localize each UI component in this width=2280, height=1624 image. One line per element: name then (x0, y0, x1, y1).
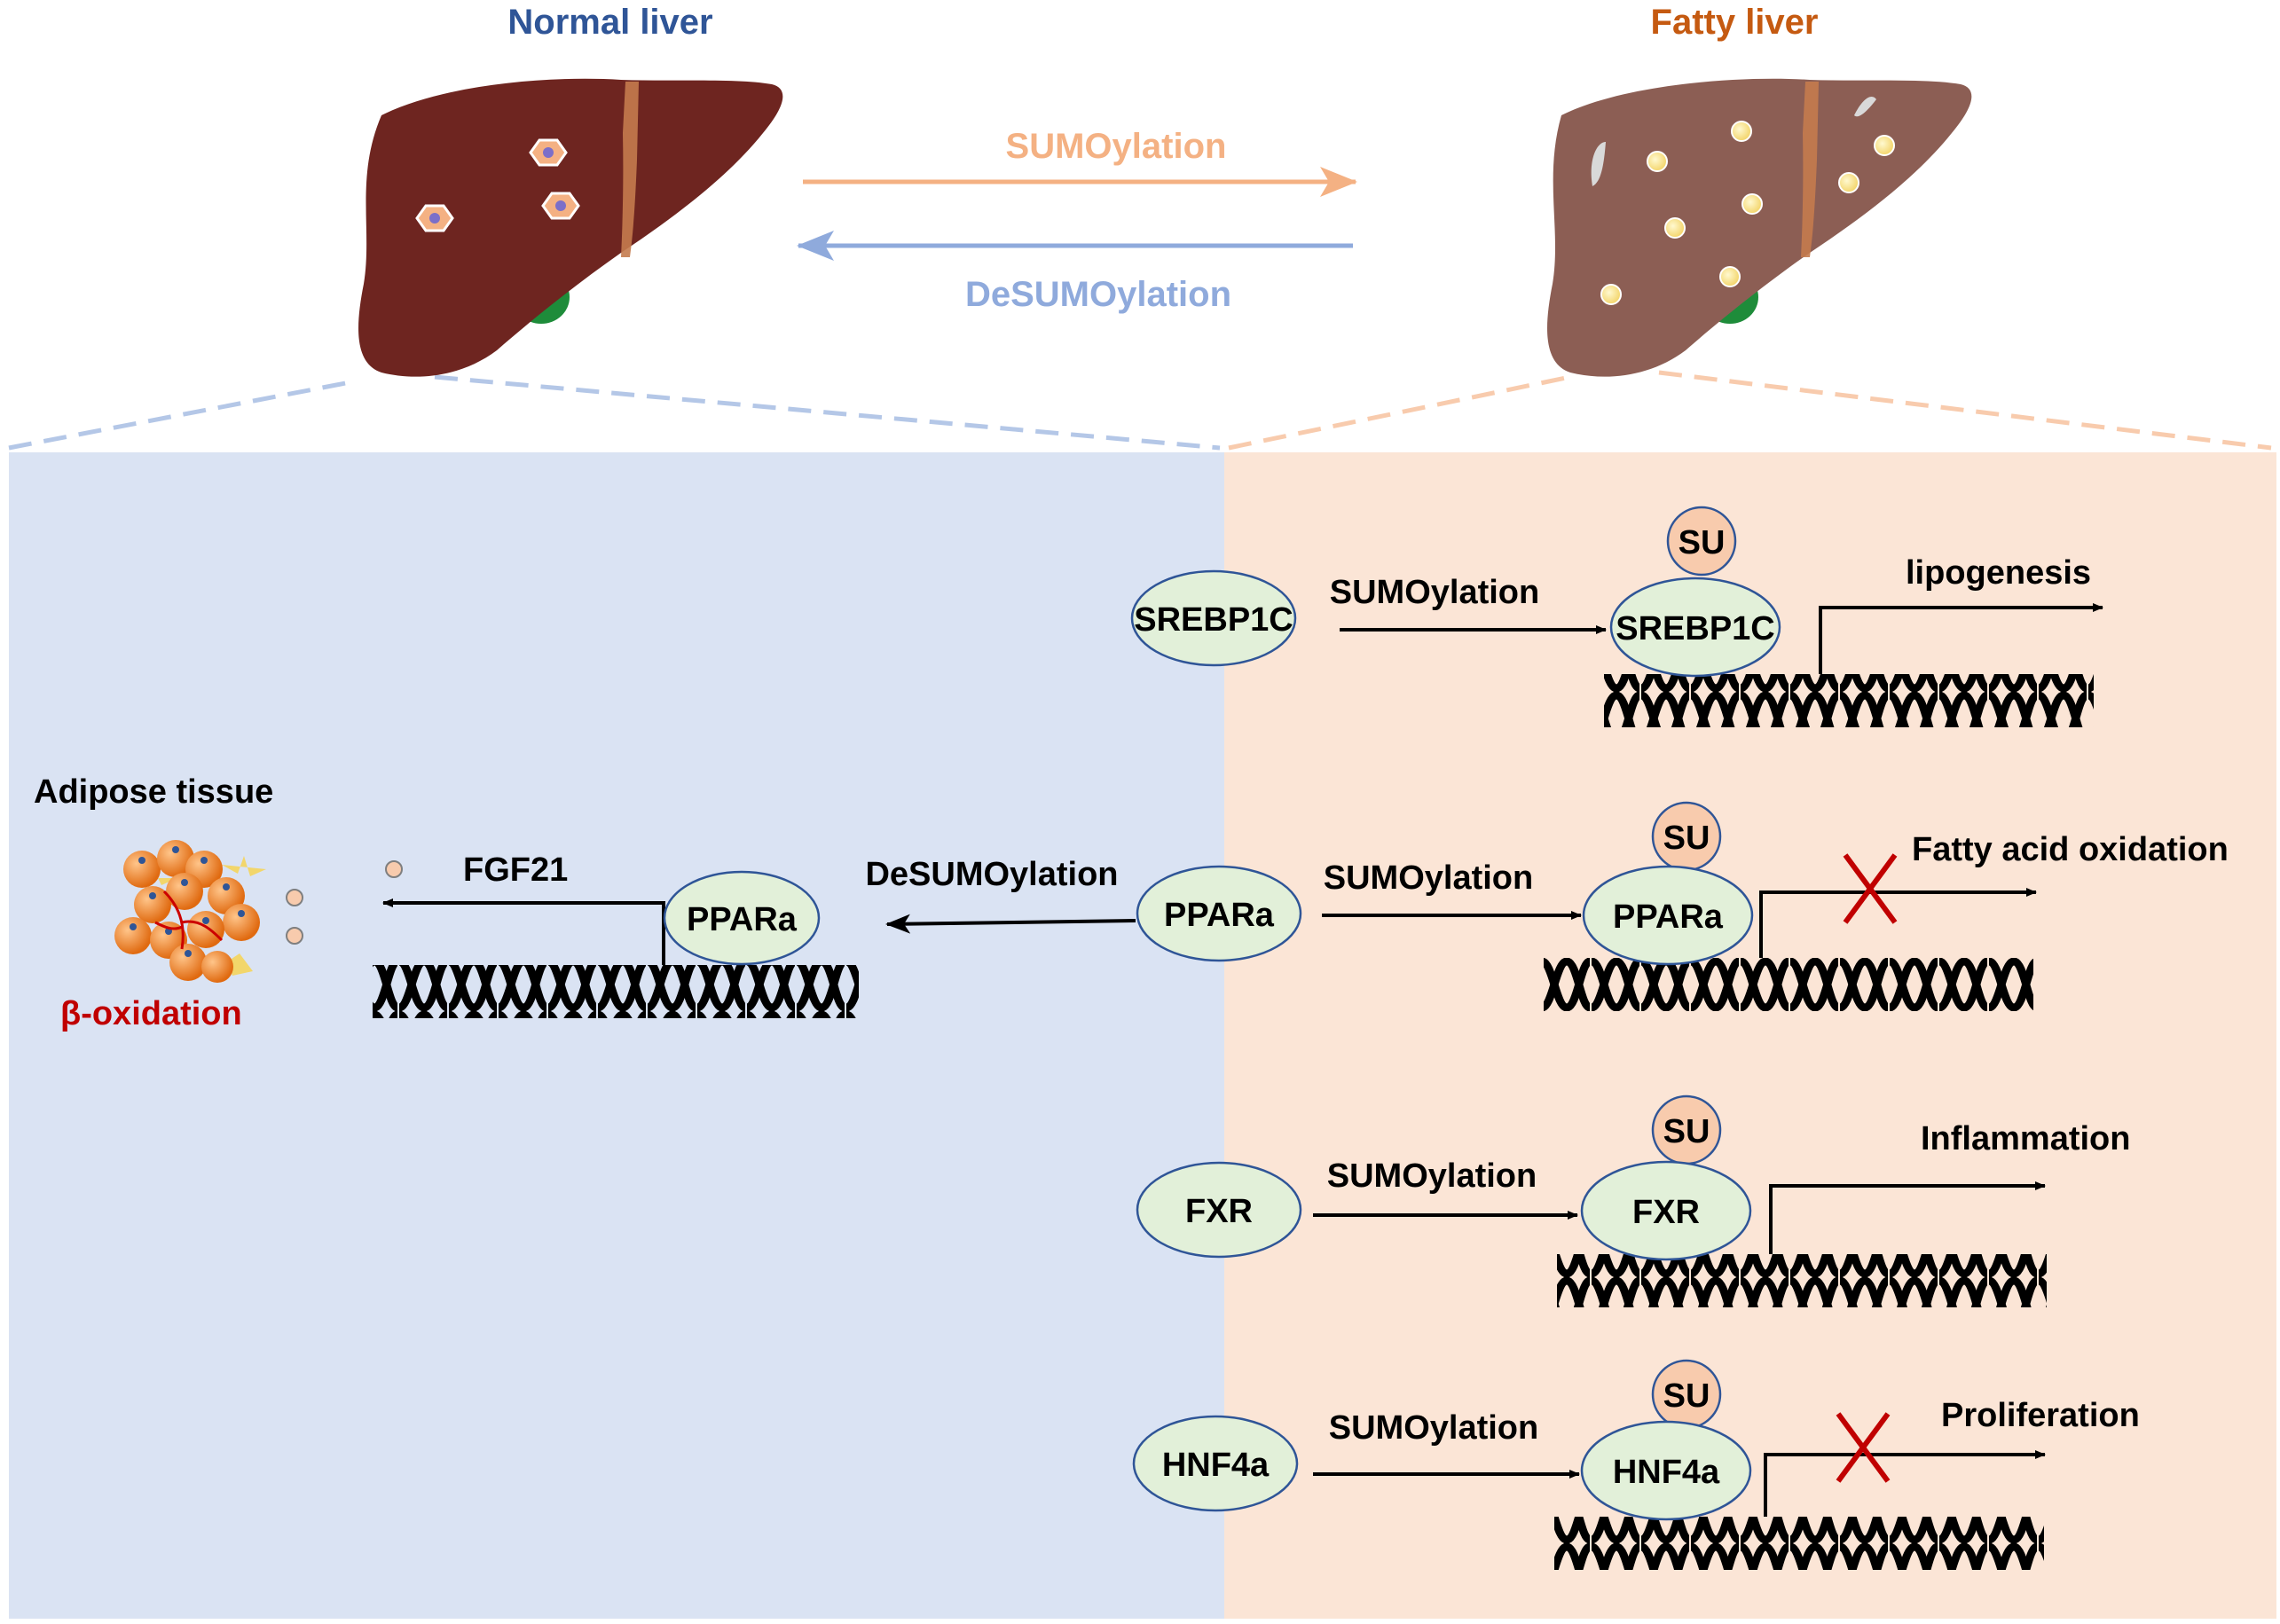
dna-strand (1557, 1254, 2047, 1307)
hepatocyte-icon (415, 138, 580, 232)
protein-label: PPARa (1613, 898, 1724, 936)
left-desumoylation-label: DeSUMOylation (865, 856, 1118, 893)
su-label: SU (1663, 1113, 1710, 1150)
normal-liver-illustration (358, 78, 783, 377)
dna-strand (1554, 1517, 2044, 1570)
sumoylated-protein-node: PPARa (1582, 865, 1754, 966)
fatty-liver-illustration (1547, 78, 1972, 377)
outcome-label: lipogenesis (1906, 554, 2091, 592)
sumoylation-label: SUMOylation (1329, 1409, 1538, 1447)
dna-strand (373, 965, 859, 1018)
dna-strand (1604, 674, 2094, 727)
protein-ellipse (1582, 865, 1754, 966)
lipid-droplet-icon (1600, 121, 1895, 305)
normal-liver-title: Normal liver (507, 3, 712, 42)
su-tag: SU (1651, 1359, 1722, 1430)
dna-strand (1544, 958, 2033, 1011)
protein-label: SREBP1C (1616, 610, 1775, 647)
sumoylation-label: SUMOylation (1327, 1157, 1537, 1195)
protein-node: PPARa (1136, 865, 1302, 962)
su-tag: SU (1666, 506, 1737, 577)
sumoylated-protein-node: FXR (1580, 1160, 1752, 1261)
secreted-particle-icon (286, 889, 303, 906)
su-tag: SU (1651, 801, 1722, 872)
protein-node: HNF4a (1132, 1415, 1299, 1512)
transcription-arrow (1769, 1181, 2046, 1254)
outcome-label: Fatty acid oxidation (1912, 831, 2229, 868)
protein-label: PPARa (1164, 897, 1275, 934)
top-desumoylation-label: DeSUMOylation (965, 275, 1231, 314)
protein-label: SREBP1C (1134, 601, 1293, 639)
su-label: SU (1663, 820, 1710, 857)
pathway-row-ppara: PPARa SUMOylation SU PPARa Fatty acid oxidat… (1136, 801, 2229, 1011)
zoom-lines (8, 370, 2272, 451)
top-sumoylation-label: SUMOylation (1006, 127, 1227, 166)
su-tag: SU (1651, 1094, 1722, 1165)
protein-ellipse (1609, 577, 1781, 678)
sumoylated-protein-node: HNF4a (1580, 1420, 1752, 1521)
pathway-row-srebp1c: SREBP1C SUMOylation SU SREBP1C lipogenesis (1130, 506, 2103, 727)
normal-liver-panel (9, 452, 1224, 1619)
inhibition-x-icon (1843, 853, 1898, 924)
sumoylated-protein-node: SREBP1C (1609, 577, 1781, 678)
su-label: SU (1663, 1377, 1710, 1415)
sumoylation-pathways: SREBP1CSUMOylationSUSREBP1ClipogenesisPP… (1130, 506, 2229, 1570)
transcription-arrow (1764, 1450, 2046, 1517)
protein-label: FXR (1632, 1194, 1700, 1231)
secreted-particle-icon (286, 927, 303, 945)
protein-ellipse (1136, 865, 1302, 962)
su-label: SU (1679, 524, 1726, 561)
protein-node: FXR (1136, 1161, 1302, 1259)
protein-label: HNF4a (1162, 1447, 1270, 1484)
protein-label: FXR (1185, 1193, 1253, 1230)
sumoylation-label: SUMOylation (1324, 859, 1533, 897)
transcription-arrow (1819, 603, 2103, 674)
protein-ellipse (1580, 1160, 1752, 1261)
sumoylation-label: SUMOylation (1330, 574, 1539, 611)
protein-node: SREBP1C (1130, 569, 1297, 667)
protein-ellipse (1130, 569, 1297, 667)
su-circle (1666, 506, 1737, 577)
protein-ellipse (1580, 1420, 1752, 1521)
protein-ellipse (1136, 1161, 1302, 1259)
transcription-arrow (1759, 888, 2037, 958)
outcome-label: Inflammation (1921, 1120, 2130, 1157)
inhibition-x-icon (1836, 1412, 1891, 1483)
secreted-particle-icon (385, 860, 403, 878)
ppara-label: PPARa (687, 901, 798, 938)
protein-ellipse (1132, 1415, 1299, 1512)
fatty-liver-title: Fatty liver (1651, 3, 1819, 42)
pathway-row-fxr: FXR SUMOylation SU FXR Inflammation (1136, 1094, 2130, 1307)
desumoylation-to-left-arrow (885, 914, 1136, 934)
pparа-bound-node: PPARa (663, 870, 821, 966)
fgf21-label: FGF21 (463, 851, 568, 889)
protein-label: HNF4a (1613, 1454, 1720, 1491)
pathway-row-hnf4a: HNF4a SUMOylation SU HNF4a Proliferation (1132, 1359, 2140, 1570)
outcome-label: Proliferation (1941, 1397, 2140, 1434)
beta-oxidation-label: β-oxidation (60, 995, 242, 1032)
ppara-ellipse (663, 870, 821, 966)
adipose-tissue-icon (114, 840, 266, 983)
fgf21-arrow (382, 898, 665, 965)
adipose-tissue-label: Adipose tissue (34, 773, 273, 811)
